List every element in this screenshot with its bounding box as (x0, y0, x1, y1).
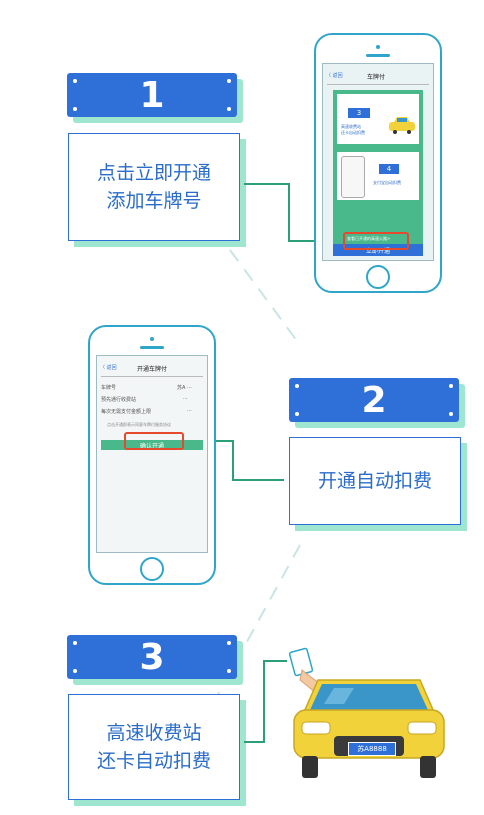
step-1-number: 1 (139, 74, 165, 116)
step-1-number-tag: 1 (67, 73, 237, 117)
row-value[interactable]: 苏A ··· (177, 385, 192, 391)
step-3-number-tag: 3 (67, 635, 237, 679)
phone-2-button-highlight (124, 432, 184, 450)
connector-3 (263, 660, 287, 662)
step-3-card: 高速收费站 还卡自动扣费 (68, 694, 240, 800)
step-2-card: 开通自动扣费 (289, 437, 461, 525)
connector-2 (232, 479, 284, 481)
step-4-caption: 支付宝自动扣费 (373, 180, 401, 185)
phone-1-screen: 〈 返回 车牌付 3 高速收费站 还卡自动扣费 4 支付宝自动扣费 查看已开通的… (322, 63, 434, 261)
phone-1-note[interactable]: 查看已开通的高速公路> (347, 236, 391, 241)
taxi-illustration (288, 647, 445, 778)
row-label: 预先通行收费站 (101, 397, 137, 403)
phone-1-button-highlight (343, 232, 409, 250)
step-3-text: 高速收费站 还卡自动扣费 (96, 722, 211, 772)
connector-1 (288, 183, 290, 241)
phone-1-title: 车牌付 (367, 74, 386, 81)
step-1-card: 点击立即开通 添加车牌号 (68, 133, 240, 241)
connector-3 (263, 660, 265, 743)
step-4-badge: 4 (379, 164, 399, 174)
step-1-text: 点击立即开通 添加车牌号 (96, 162, 211, 212)
step-3-badge: 3 (348, 108, 370, 118)
phone-2-confirm-button[interactable]: 确认开通 (101, 440, 203, 450)
phone-2: 〈 返回 开通车牌付 车牌号 苏A ··· 预先通行收费站 ··· 每次无需支付… (88, 325, 216, 585)
step-2-text: 开通自动扣费 (317, 470, 432, 492)
phone-2-back[interactable]: 〈 返回 (100, 365, 117, 371)
connector-1 (244, 183, 289, 185)
phone-1-home-button[interactable] (366, 265, 390, 289)
phone-2-home-button[interactable] (140, 557, 164, 581)
step-3-number: 3 (139, 636, 165, 678)
connector-2 (232, 440, 234, 480)
row-label: 车牌号 (101, 385, 117, 391)
phone-1-open-button[interactable]: 立即开通 (333, 244, 423, 256)
phone-2-note: 点击开通即表示同意车牌付服务协议 (107, 422, 171, 427)
step-2-number: 2 (361, 379, 387, 421)
step-3-caption: 高速收费站 还卡自动扣费 (341, 124, 365, 135)
connector-3 (244, 741, 264, 743)
license-plate: 苏A8888 (348, 742, 396, 756)
phone-2-title: 开通车牌付 (137, 366, 168, 373)
taxi-icon (389, 117, 415, 134)
row-value[interactable]: ··· (183, 396, 188, 402)
phone-2-screen: 〈 返回 开通车牌付 车牌号 苏A ··· 预先通行收费站 ··· 每次无需支付… (96, 355, 208, 553)
step-2-number-tag: 2 (289, 378, 459, 422)
row-value[interactable]: ··· (187, 408, 192, 414)
phone-1: 〈 返回 车牌付 3 高速收费站 还卡自动扣费 4 支付宝自动扣费 查看已开通的… (314, 33, 442, 293)
row-label: 每次无需支付金额上限 (101, 409, 152, 415)
phone-1-back[interactable]: 〈 返回 (326, 73, 343, 79)
